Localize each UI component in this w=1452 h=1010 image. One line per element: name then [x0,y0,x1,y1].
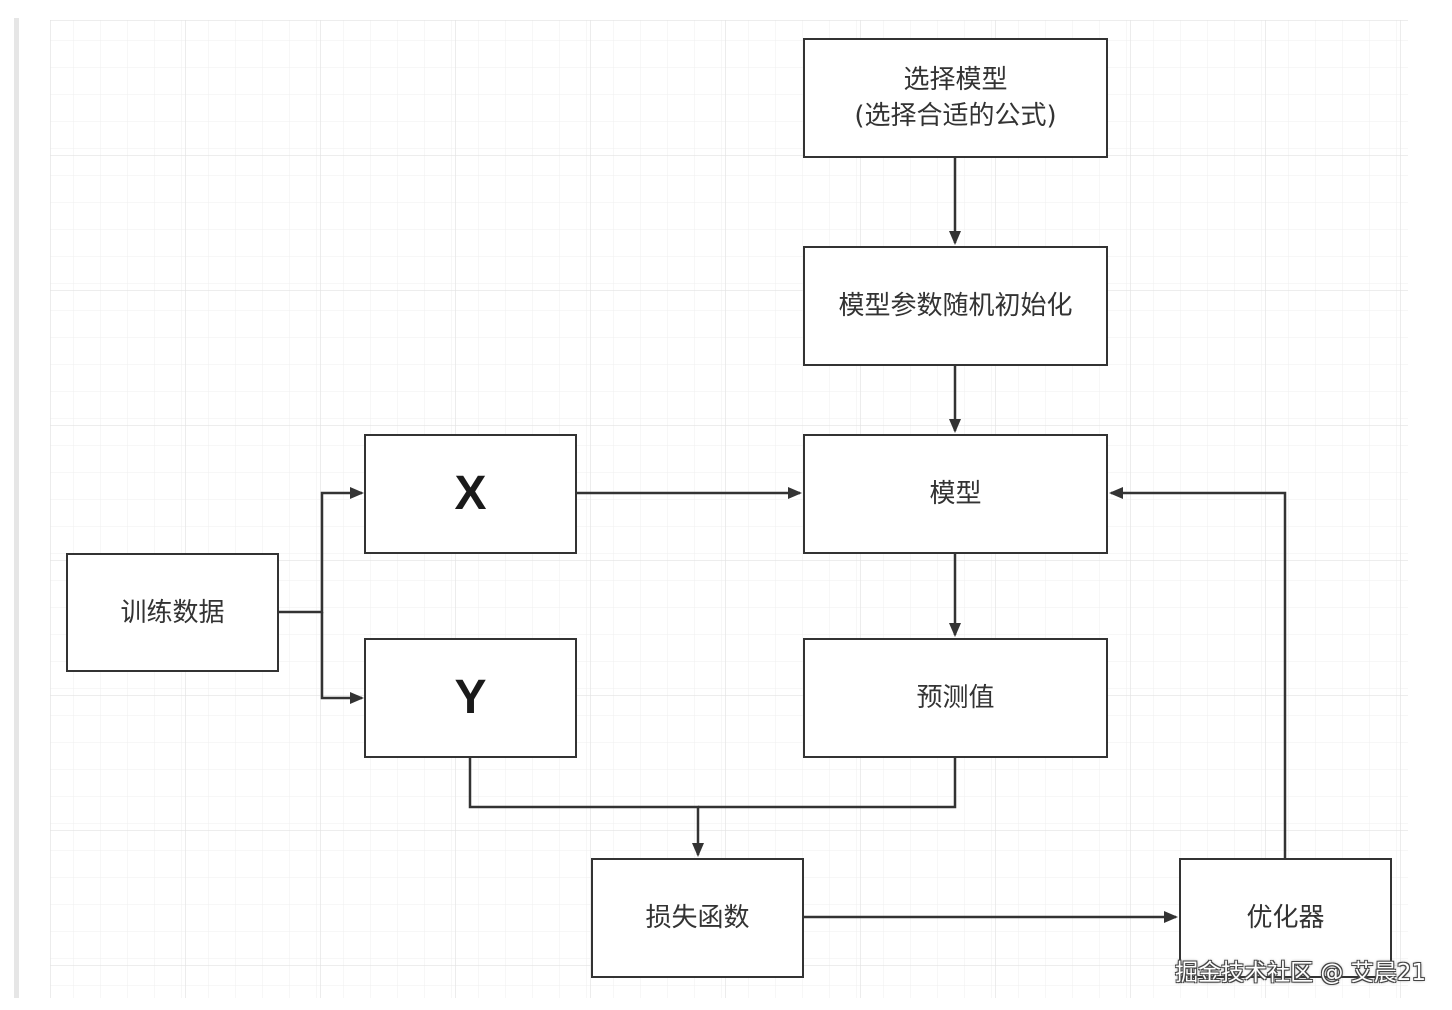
edge-optimizer-to-model [1109,487,1287,858]
node-model-label: 模型 [929,479,982,509]
grid-background [50,20,1408,998]
node-training-data[interactable]: 训练数据 [66,553,279,672]
node-init-params[interactable]: 模型参数随机初始化 [803,246,1108,366]
node-loss-label: 损失函数 [645,903,750,933]
node-optimizer[interactable]: 优化器 [1179,858,1392,978]
node-x-label: X [454,467,487,520]
node-select-model-subtitle: (选择合适的公式) [854,101,1057,131]
node-model[interactable]: 模型 [803,434,1108,554]
node-x[interactable]: X [364,434,577,554]
node-select-model-title: 选择模型 [903,65,1008,95]
edge-data-to-y [320,612,364,704]
edge-prediction-to-loss [698,758,957,809]
node-loss[interactable]: 损失函数 [591,858,804,978]
node-prediction[interactable]: 预测值 [803,638,1108,758]
connectors [279,158,1287,923]
node-y[interactable]: Y [364,638,577,758]
node-select-model[interactable]: 选择模型 (选择合适的公式) [803,38,1108,158]
node-init-params-label: 模型参数随机初始化 [838,291,1073,321]
node-y-label: Y [454,671,487,724]
edge-data-to-x [279,487,364,614]
node-prediction-label: 预测值 [916,683,995,713]
node-training-data-label: 训练数据 [120,597,225,628]
node-optimizer-label: 优化器 [1246,903,1325,933]
left-rule [14,18,19,998]
edge-y-to-loss [468,758,704,857]
watermark-text: 掘金技术社区 @ 艾晨21 [1175,960,1426,986]
